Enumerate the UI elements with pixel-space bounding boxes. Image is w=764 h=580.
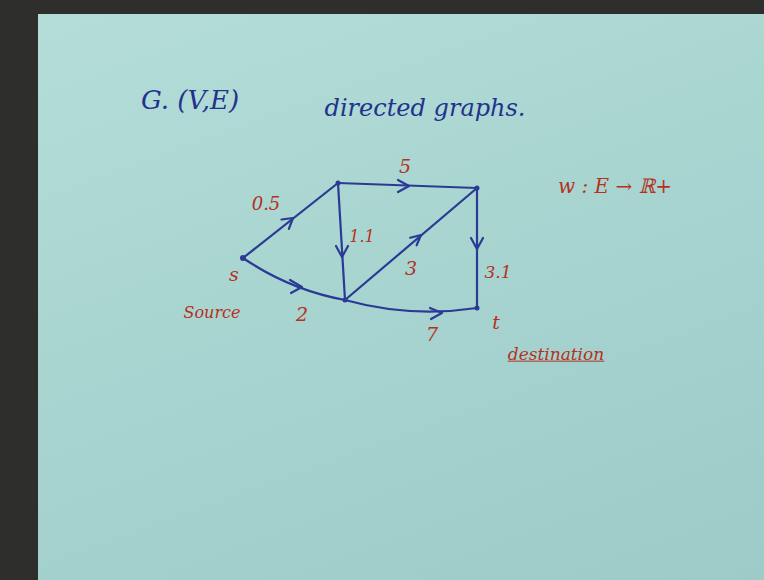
arrow-head: [430, 308, 442, 319]
source-note: Source: [184, 304, 241, 322]
edge-weight: 5: [399, 156, 411, 177]
vertex-label: t: [492, 312, 500, 333]
arrow-head: [398, 180, 409, 192]
vertex-label: s: [229, 264, 239, 285]
edge-weight: 3.1: [484, 263, 511, 282]
edge-weight: 3: [405, 258, 417, 279]
weight-function: w : E → ℝ+: [558, 175, 672, 197]
graph-edge: [338, 183, 345, 300]
graph-edge: [243, 183, 338, 258]
graph-title: G. (V,E): [141, 86, 239, 115]
graph-edge: [345, 188, 477, 300]
arrow-head: [336, 246, 348, 257]
edge-weight: 2: [296, 304, 308, 325]
destination-note: destination: [508, 345, 604, 364]
vertex-dot: [336, 181, 341, 186]
arrow-head: [282, 218, 294, 229]
edge-weight: 7: [426, 324, 438, 345]
graph-edge: [243, 258, 345, 300]
heading-note: directed graphs.: [325, 95, 526, 121]
vertex-dot: [240, 255, 246, 261]
vertex-dot: [475, 306, 480, 311]
arrow-head: [471, 238, 483, 249]
vertex-dot: [475, 186, 480, 191]
arrow-head: [290, 280, 302, 293]
edge-weight: 1.1: [349, 228, 374, 246]
arrow-head: [410, 235, 421, 245]
graph-edge: [345, 300, 477, 312]
vertex-dot: [343, 298, 348, 303]
edge-weight: 0.5: [252, 194, 281, 214]
